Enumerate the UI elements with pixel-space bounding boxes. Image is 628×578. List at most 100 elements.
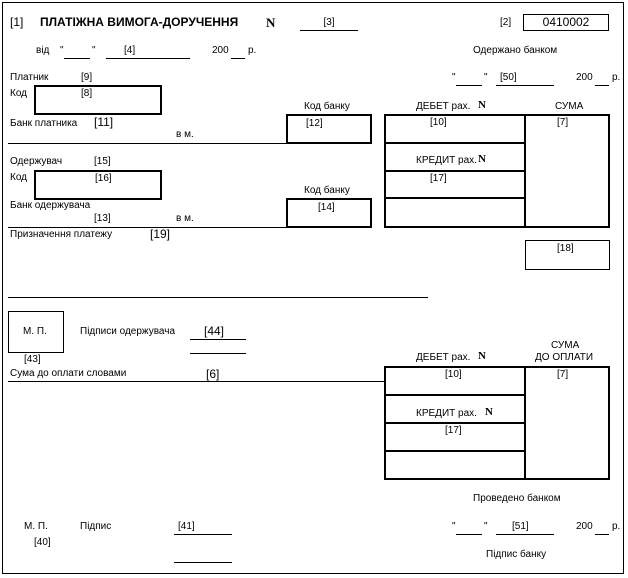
signature-line-2[interactable] — [190, 353, 246, 354]
ref-17: [17] — [430, 173, 447, 184]
payer-bank-line[interactable] — [8, 143, 286, 144]
stamp-box: М. П. — [8, 311, 64, 353]
ref-13: [13] — [94, 213, 111, 224]
sum-to-pay-label-2: ДО ОПЛАТИ — [535, 352, 594, 363]
payer-code-box[interactable]: [8] — [34, 85, 162, 115]
credit-account-field[interactable] — [386, 172, 523, 196]
document-title: ПЛАТІЖНА ВИМОГА-ДОРУЧЕННЯ — [40, 15, 239, 29]
processed-year-prefix: 200 — [576, 521, 593, 532]
debit2-number-sign: N — [478, 350, 486, 362]
received-quote-close: " — [484, 72, 488, 83]
credit-row-top — [384, 170, 525, 172]
sum-in-words-line[interactable] — [8, 381, 384, 382]
received-year-prefix: 200 — [576, 72, 593, 83]
footer-signature-line-2[interactable] — [174, 562, 232, 563]
sum-column-divider-2 — [524, 366, 526, 480]
debit2-label: ДЕБЕТ рах. — [416, 352, 471, 363]
sum-to-pay-field[interactable] — [526, 368, 608, 478]
form-code: 0410002 — [542, 15, 590, 29]
sum-in-words-label: Сума до оплати словами — [10, 368, 127, 379]
ref-44: [44] — [204, 324, 225, 338]
amount-box-18[interactable]: [18] — [525, 240, 610, 270]
debit-account-field[interactable] — [386, 116, 523, 141]
debit-row-divider — [384, 142, 525, 144]
processed-by-bank-label: Проведено банком — [473, 493, 561, 504]
ref-50: [50] — [500, 72, 517, 83]
purpose-label: Призначення платежу — [10, 229, 113, 240]
received-quote-open: " — [452, 72, 456, 83]
date-quote-open: " — [60, 45, 64, 56]
ref-10: [10] — [430, 117, 447, 128]
sum-to-pay-label-1: СУМА — [551, 340, 580, 351]
bank-signature-label: Підпис банку — [486, 549, 547, 560]
credit2-account-field[interactable] — [386, 424, 523, 449]
processed-quote-open: " — [452, 521, 456, 532]
ref-12: [12] — [306, 118, 323, 129]
credit-label: КРЕДИТ рах. — [416, 155, 477, 166]
stamp-label: М. П. — [23, 326, 47, 337]
sum-label: СУМА — [555, 101, 584, 112]
ref-43: [43] — [24, 354, 41, 365]
ref-15: [15] — [94, 156, 111, 167]
sum-field[interactable] — [526, 116, 608, 226]
recipient-bank-code-box[interactable]: [14] — [286, 198, 372, 228]
processed-day-line[interactable] — [456, 534, 482, 535]
title-number-sign: N — [266, 15, 276, 30]
payer-bank-code-label: Код банку — [304, 101, 350, 112]
date-month-line[interactable] — [106, 58, 190, 59]
ref-51: [51] — [512, 521, 529, 532]
ref-8: [8] — [81, 88, 93, 99]
number-line[interactable] — [300, 30, 358, 31]
received-day-line[interactable] — [456, 85, 482, 86]
credit-number-sign: N — [478, 153, 486, 165]
payer-bank-code-box[interactable]: [12] — [286, 114, 372, 144]
date-year-suffix: р. — [248, 45, 257, 56]
recipient-label: Одержувач — [10, 156, 63, 167]
purpose-line[interactable] — [8, 297, 428, 298]
signature-line-1[interactable] — [190, 339, 246, 340]
ref-4: [4] — [124, 45, 136, 56]
payer-bank-label: Банк платника — [10, 118, 78, 129]
ref-18: [18] — [557, 243, 574, 254]
ref-2: [2] — [500, 17, 512, 28]
processed-year-line[interactable] — [595, 534, 609, 535]
ref-17-second: [17] — [445, 425, 462, 436]
recipient-code-box[interactable]: [16] — [34, 170, 162, 200]
received-by-bank-label: Одержано банком — [473, 45, 558, 56]
received-year-line[interactable] — [595, 85, 609, 86]
payer-city-label: в м. — [176, 129, 194, 140]
debit-number-sign: N — [478, 99, 486, 111]
recipient-bank-label: Банк одержувача — [10, 200, 91, 211]
footer-signature-line-1[interactable] — [174, 534, 232, 535]
credit2-number-sign: N — [485, 406, 493, 418]
recipient-bank-line[interactable] — [8, 227, 286, 228]
ref-16: [16] — [95, 173, 112, 184]
recipient-bank-code-label: Код банку — [304, 185, 350, 196]
debit2-row-divider — [384, 394, 525, 396]
processed-year-suffix: р. — [612, 521, 621, 532]
received-year-suffix: р. — [612, 72, 621, 83]
processed-quote-close: " — [484, 521, 488, 532]
sum-column-divider — [524, 114, 526, 228]
ref-10-second: [10] — [445, 369, 462, 380]
ref-40: [40] — [34, 537, 51, 548]
processed-month-line[interactable] — [496, 534, 554, 535]
signature-label: Підпис — [80, 521, 112, 532]
form-code-box: 0410002 — [523, 14, 609, 31]
debit2-account-field[interactable] — [386, 368, 523, 393]
date-year-line[interactable] — [231, 58, 245, 59]
date-day-line[interactable] — [64, 58, 90, 59]
received-month-line[interactable] — [496, 85, 554, 86]
payer-label: Платник — [10, 72, 49, 83]
credit2-label: КРЕДИТ рах. — [416, 408, 477, 419]
credit2-row-top — [384, 422, 525, 424]
date-year-prefix: 200 — [212, 45, 229, 56]
recipient-city-label: в м. — [176, 213, 194, 224]
footer-stamp-label: М. П. — [24, 521, 48, 532]
recipient-code-label: Код — [10, 172, 28, 183]
credit2-row-divider — [384, 450, 525, 452]
recipient-signatures-label: Підписи одержувача — [80, 326, 176, 337]
debit-label: ДЕБЕТ рах. — [416, 101, 471, 112]
ref-41: [41] — [178, 521, 195, 532]
